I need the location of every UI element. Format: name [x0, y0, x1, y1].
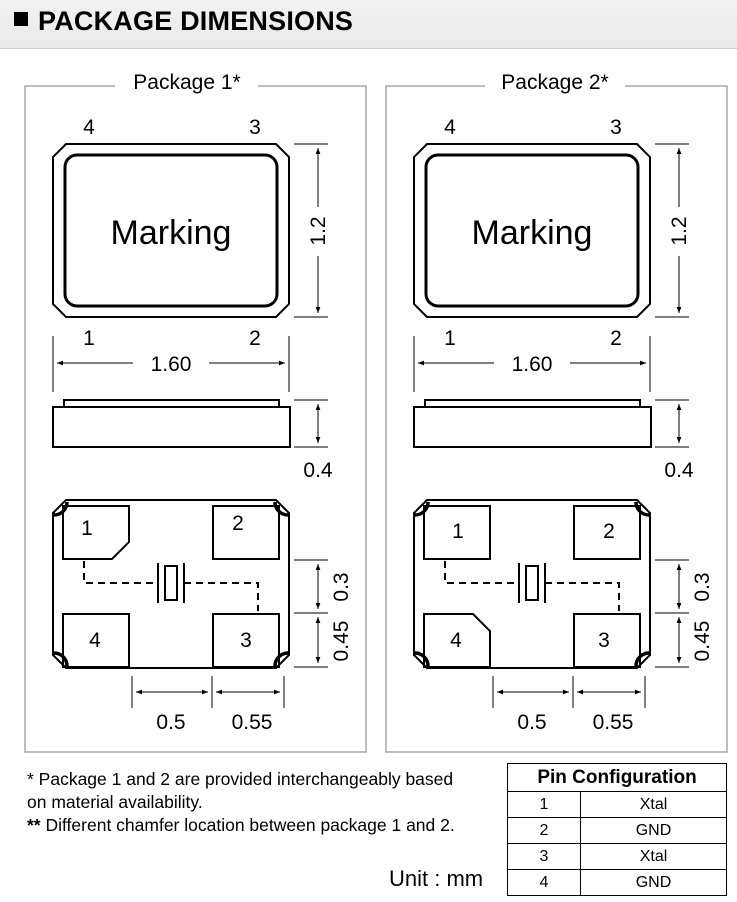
pin-label-bottom-left: 1 — [83, 327, 95, 350]
crystal-symbol-icon — [444, 561, 620, 611]
dim-width: 1.60 — [151, 353, 192, 376]
pin-label-top-left: 4 — [83, 116, 95, 139]
pin-number: 3 — [507, 843, 581, 870]
table-row: 1 Xtal — [507, 791, 727, 818]
pad-label-3: 3 — [240, 629, 252, 652]
pin-function: Xtal — [580, 843, 727, 870]
pad-label-4: 4 — [89, 629, 101, 652]
dim-pad-gap: 0.3 — [691, 572, 714, 601]
pad-2 — [212, 505, 280, 560]
dim-pad-width: 0.55 — [593, 711, 634, 734]
side-lid — [424, 399, 641, 408]
package-1: Package 1* 4 3 Marking 1.2 1 2 1.60 0.4 — [24, 71, 367, 753]
pad-label-2: 2 — [603, 520, 615, 543]
pad-4 — [62, 613, 130, 668]
pad-label-4: 4 — [450, 629, 462, 652]
pin-configuration-table: Pin Configuration 1 Xtal 2 GND 3 Xtal 4 … — [507, 763, 727, 896]
pad-3 — [573, 613, 641, 668]
side-body — [413, 406, 652, 448]
unit-label: Unit : mm — [389, 866, 484, 891]
marking-label: Marking — [111, 214, 232, 252]
section-title: PACKAGE DIMENSIONS — [14, 6, 353, 37]
pad-4 — [423, 613, 491, 668]
dim-pad-width: 0.55 — [232, 711, 273, 734]
pad-label-1: 1 — [452, 520, 464, 543]
table-row: 2 GND — [507, 817, 727, 844]
pad-label-1: 1 — [81, 517, 93, 540]
package-outline — [413, 143, 651, 318]
lid-outline — [424, 153, 640, 308]
pin-function: Xtal — [580, 791, 727, 818]
side-lid — [63, 399, 280, 408]
pad-2 — [573, 505, 641, 560]
table-row: 4 GND — [507, 869, 727, 896]
table-header: Pin Configuration — [507, 763, 727, 792]
dim-pad-height: 0.45 — [691, 621, 714, 662]
pin-label-top-left: 4 — [444, 116, 456, 139]
pin-label-bottom-right: 2 — [610, 327, 622, 350]
pin-label-top-right: 3 — [249, 116, 261, 139]
dim-pad-spacing: 0.5 — [156, 711, 185, 734]
package-frame — [24, 85, 367, 753]
pad-label-3: 3 — [598, 629, 610, 652]
pad-1 — [423, 505, 491, 560]
dim-pad-gap: 0.3 — [330, 572, 353, 601]
dim-pad-spacing: 0.5 — [517, 711, 546, 734]
dim-pad-height: 0.45 — [330, 621, 353, 662]
section-header: PACKAGE DIMENSIONS — [0, 0, 737, 49]
pad-1 — [62, 505, 130, 560]
footnote-1: * Package 1 and 2 are provided interchan… — [27, 769, 454, 812]
pad-3 — [212, 613, 280, 668]
package-title: Package 2* — [501, 71, 608, 94]
table-row: 3 Xtal — [507, 843, 727, 870]
section-title-text: PACKAGE DIMENSIONS — [38, 6, 354, 36]
package-frame — [385, 85, 728, 753]
pin-number: 4 — [507, 869, 581, 896]
lid-outline — [63, 153, 279, 308]
dim-height: 1.2 — [307, 216, 330, 245]
package-2: Package 2* 4 3 Marking 1.2 1 2 1.60 0.4 — [385, 71, 728, 753]
pin-label-top-right: 3 — [610, 116, 622, 139]
dim-thickness: 0.4 — [664, 459, 694, 482]
dim-width: 1.60 — [512, 353, 553, 376]
pin-label-bottom-right: 2 — [249, 327, 261, 350]
pin-label-bottom-left: 1 — [444, 327, 456, 350]
pin-number: 2 — [507, 817, 581, 844]
side-body — [52, 406, 291, 448]
footnote-2: ** Different chamfer location between pa… — [27, 814, 467, 837]
footnote-2-text: Different chamfer location between packa… — [40, 815, 455, 835]
dim-height: 1.2 — [668, 216, 691, 245]
table-header-row: Pin Configuration — [507, 763, 727, 792]
pin-number: 1 — [507, 791, 581, 818]
bullet-square-icon — [14, 12, 28, 26]
footnote-2-mark: ** — [27, 815, 41, 835]
pin-function: GND — [580, 869, 727, 896]
footnotes: * Package 1 and 2 are provided interchan… — [27, 768, 467, 837]
pad-label-2: 2 — [232, 512, 244, 535]
crystal-symbol-icon — [83, 561, 259, 611]
dim-thickness: 0.4 — [303, 459, 333, 482]
package-title: Package 1* — [133, 71, 240, 94]
pin-function: GND — [580, 817, 727, 844]
marking-label: Marking — [472, 214, 593, 252]
package-outline — [52, 143, 290, 318]
